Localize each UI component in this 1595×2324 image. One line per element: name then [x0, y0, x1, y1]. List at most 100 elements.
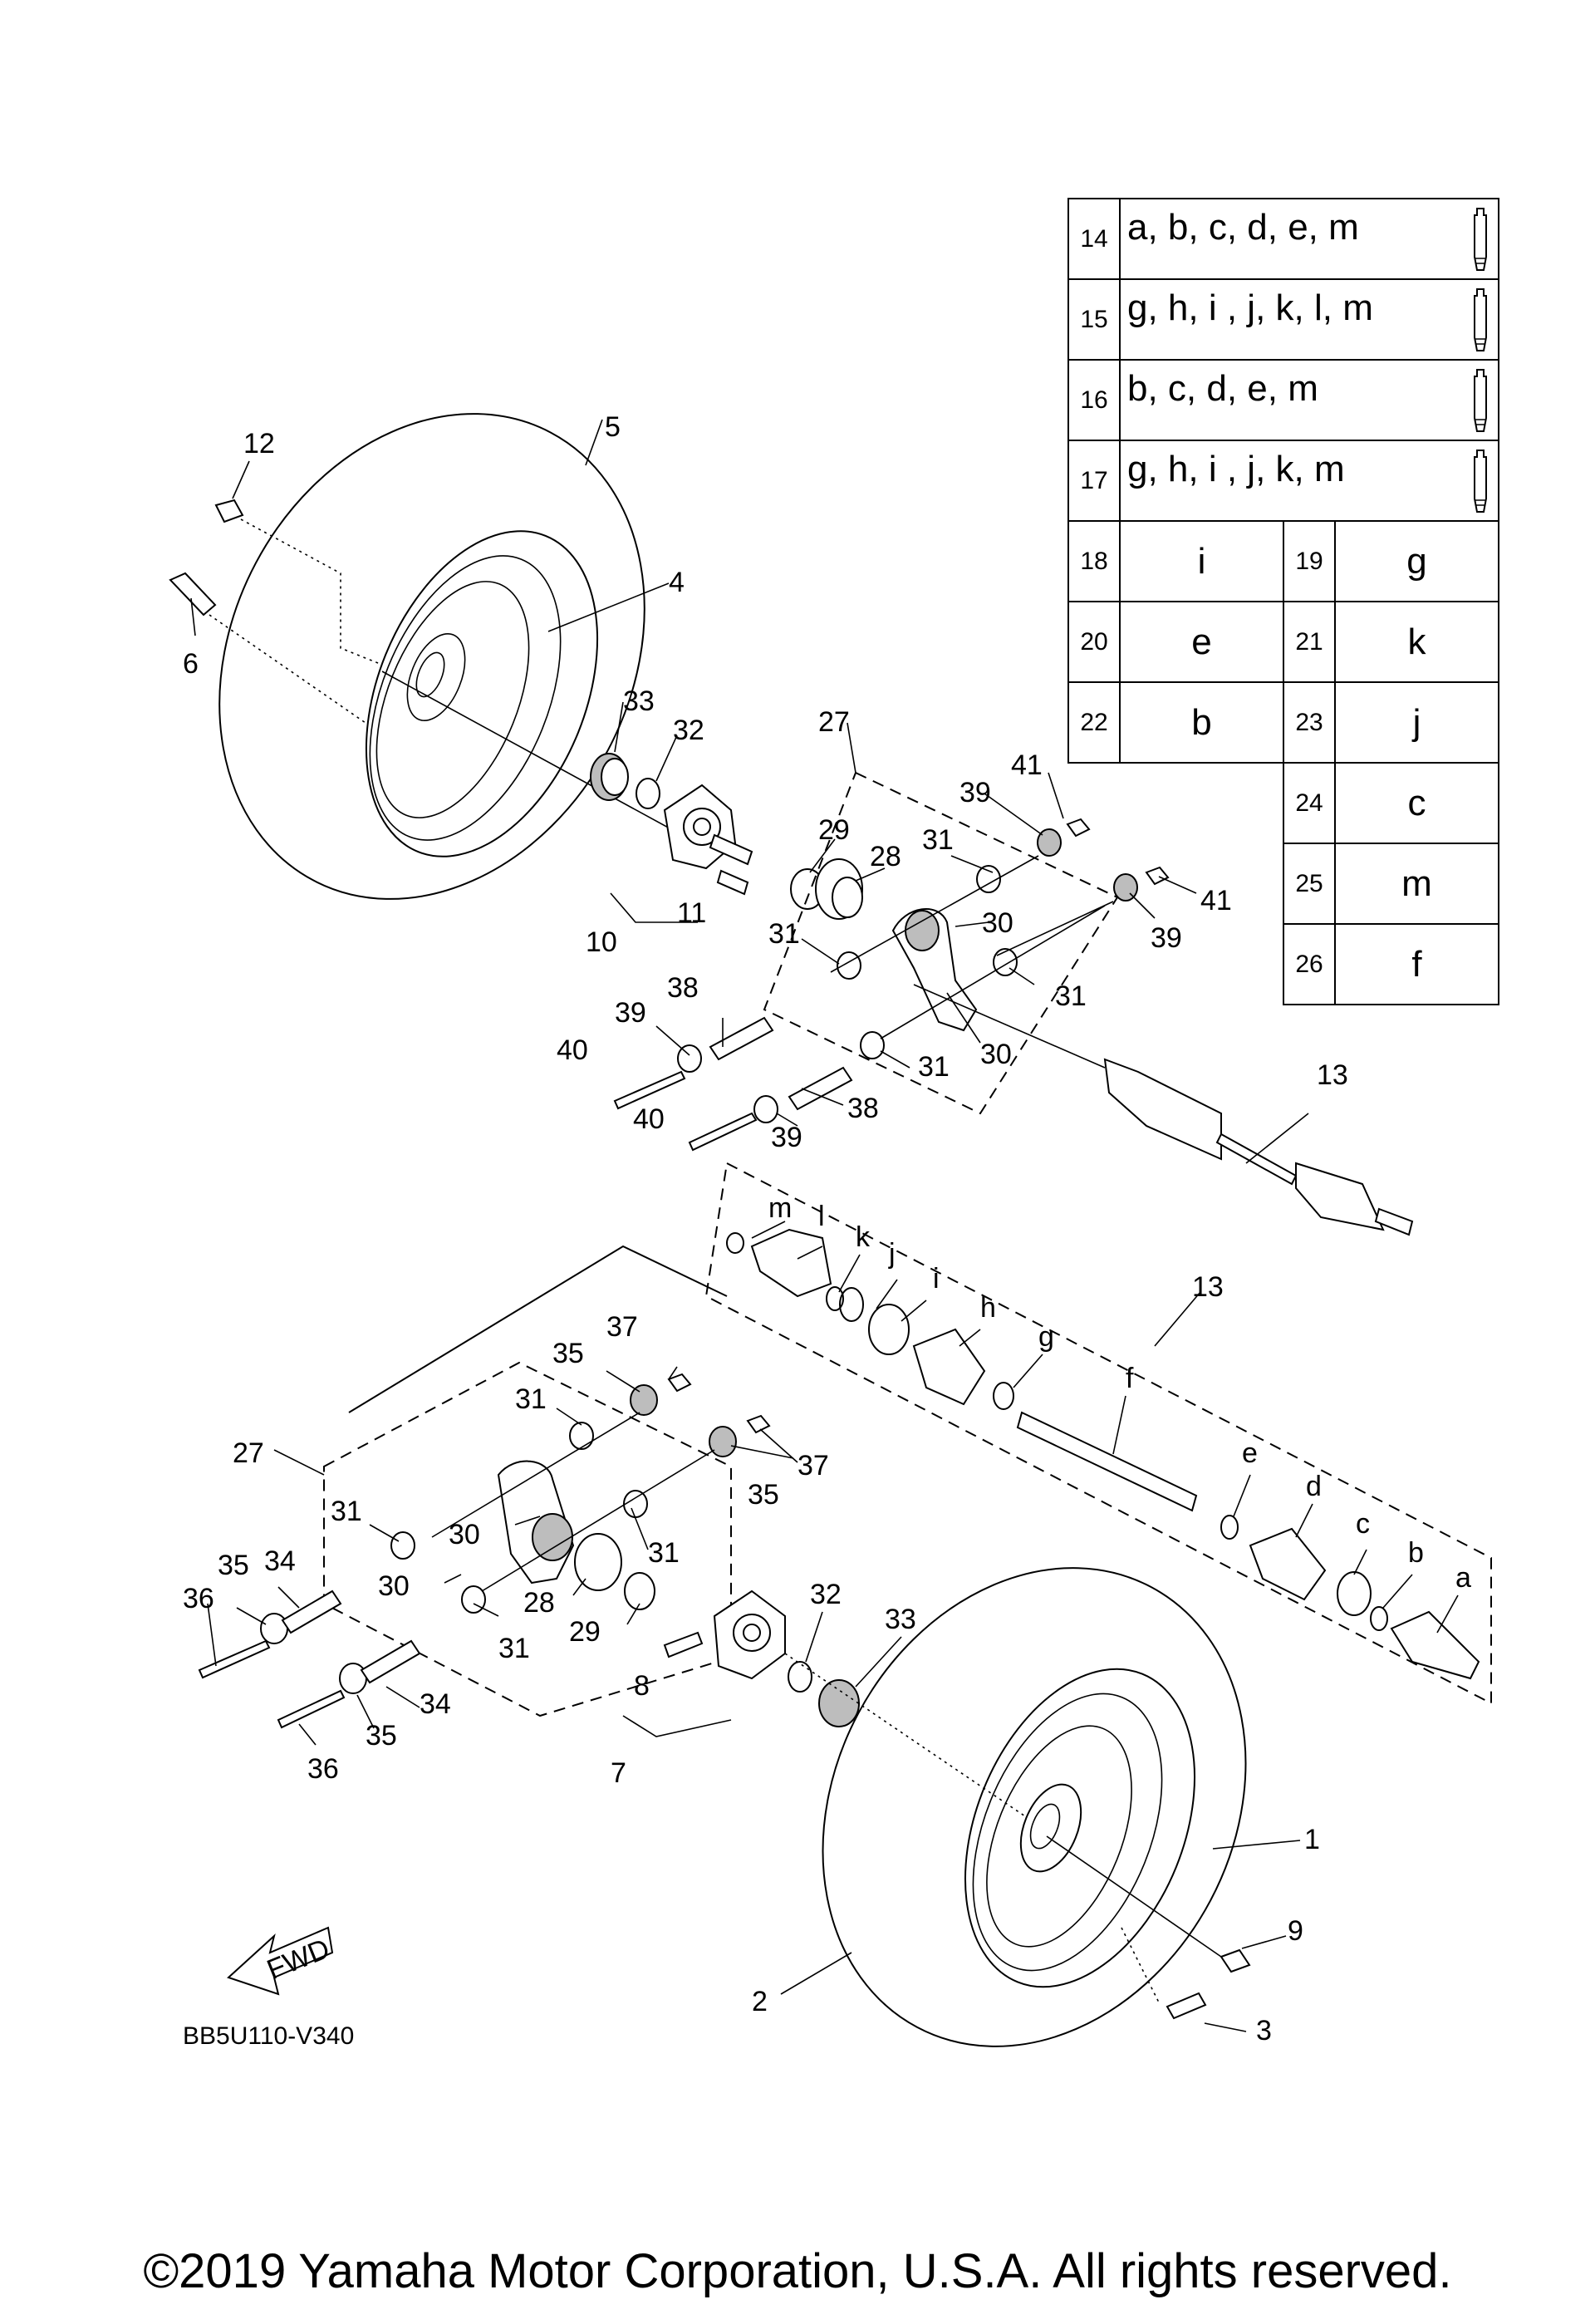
callout-30-c: 30	[449, 1519, 480, 1550]
bearing-part-28-upper	[815, 858, 863, 920]
part-letter: c	[1334, 762, 1499, 844]
washer-part-32-lower	[788, 1661, 812, 1693]
washers-lower	[260, 1384, 737, 1694]
bolts-part-36	[198, 1639, 346, 1729]
hub-assembly-part-10	[663, 784, 753, 870]
kit-letters: b, c, d, e, m	[1127, 367, 1318, 409]
callout-31-f: 31	[331, 1496, 362, 1527]
letter-l: l	[818, 1201, 825, 1232]
part-number: 24	[1283, 762, 1336, 844]
callout-38-a: 38	[667, 972, 699, 1004]
part-number: 23	[1283, 681, 1336, 764]
hub-bolt-part-11	[716, 869, 749, 896]
callout-31-e: 31	[515, 1383, 547, 1415]
callout-numbers: 5 4 12 6 33 32 27 39 41 29 28 31 41 39 3…	[183, 411, 1348, 2046]
callout-36-b: 36	[307, 1753, 339, 1785]
letter-c: c	[1356, 1508, 1370, 1540]
callout-31-d: 31	[918, 1051, 950, 1083]
letter-b: b	[1408, 1537, 1424, 1569]
letter-m: m	[768, 1192, 792, 1224]
letter-e: e	[1242, 1437, 1258, 1469]
grease-tube-icon	[1474, 287, 1487, 351]
kit-number: 15	[1067, 278, 1121, 361]
callout-40-b: 40	[633, 1103, 665, 1135]
callout-41-a: 41	[1011, 749, 1043, 781]
kit-row: 14 a, b, c, d, e, m	[1067, 198, 1499, 280]
washers-upper	[677, 828, 1138, 1123]
callout-30-d: 30	[378, 1570, 410, 1602]
diagram-code: BB5U110-V340	[183, 2022, 354, 2050]
pair-row: 18 i 19 g	[1067, 520, 1499, 602]
collars-part-34	[281, 1589, 421, 1684]
part-letter: g	[1334, 520, 1499, 602]
part-number: 21	[1283, 601, 1336, 683]
callout-41-b: 41	[1200, 885, 1232, 916]
grease-tube-icon	[1474, 368, 1487, 432]
callout-38-b: 38	[847, 1093, 879, 1124]
bushings-lower	[390, 1422, 648, 1614]
part-letter: i	[1119, 520, 1284, 602]
upper-tire-part-5	[218, 413, 645, 900]
kit-legend-table: 14 a, b, c, d, e, m 15 g, h, i , j, k, l…	[1067, 198, 1499, 1005]
part-letter: b	[1119, 681, 1284, 764]
callout-10: 10	[586, 926, 617, 958]
exploded-parts-diagram: FWD	[169, 411, 1492, 2050]
callout-37-a: 37	[606, 1311, 638, 1343]
copyright-footer: ©2019 Yamaha Motor Corporation, U.S.A. A…	[143, 2244, 1452, 2298]
castle-nut-part-33	[590, 753, 629, 801]
circlip-part-29-lower	[624, 1572, 655, 1610]
bolts-part-40	[613, 1070, 758, 1152]
letter-d: d	[1306, 1471, 1322, 1502]
kit-letters: g, h, i , j, k, l, m	[1127, 287, 1373, 328]
letter-f: f	[1126, 1363, 1134, 1394]
callout-28-lower: 28	[523, 1587, 555, 1619]
callout-31-c: 31	[1055, 980, 1087, 1012]
callout-39-a: 39	[959, 777, 991, 808]
callout-39-c: 39	[615, 997, 646, 1029]
callout-27-lower: 27	[233, 1437, 264, 1469]
callout-31-a: 31	[922, 824, 954, 856]
castle-nut-part-33-lower	[818, 1679, 860, 1727]
callout-28-upper: 28	[870, 841, 901, 872]
letter-k: k	[856, 1221, 871, 1253]
letter-g: g	[1038, 1321, 1054, 1353]
pair-row: 22 b 23 j	[1067, 681, 1499, 764]
callout-12: 12	[243, 428, 275, 459]
callout-35-c: 35	[218, 1550, 249, 1581]
washer-part-32	[636, 778, 660, 809]
callout-5: 5	[605, 411, 621, 443]
part-letter: f	[1334, 923, 1499, 1005]
callout-32-lower: 32	[810, 1579, 842, 1610]
kit-number: 17	[1067, 440, 1121, 522]
leader-lines	[190, 419, 1459, 2032]
part-number: 18	[1067, 520, 1121, 602]
part-number: 25	[1283, 843, 1336, 925]
callout-31-g: 31	[648, 1537, 680, 1569]
wheel-nut-part-12	[214, 499, 244, 523]
kit-number: 14	[1067, 198, 1121, 280]
callout-1: 1	[1304, 1824, 1320, 1855]
pair-row: 24 c	[1068, 762, 1499, 844]
callout-35-b: 35	[748, 1479, 779, 1511]
kit-letters: a, b, c, d, e, m	[1127, 206, 1359, 248]
callout-31-b: 31	[768, 918, 800, 950]
callout-7: 7	[611, 1757, 626, 1789]
callout-35-a: 35	[552, 1338, 584, 1369]
bearing-part-28-lower	[574, 1533, 622, 1591]
callout-2: 2	[752, 1986, 768, 2017]
part-number: 20	[1067, 601, 1121, 683]
nuts-part-41	[1066, 818, 1170, 886]
callout-29-upper: 29	[818, 814, 850, 846]
kit-letters: g, h, i , j, k, m	[1127, 448, 1345, 489]
callout-37-b: 37	[798, 1450, 829, 1481]
callout-40-a: 40	[557, 1034, 588, 1066]
callout-4: 4	[669, 567, 685, 598]
fwd-arrow-icon: FWD	[227, 1926, 334, 1996]
callout-32-upper: 32	[673, 715, 704, 746]
callout-30-b: 30	[980, 1039, 1012, 1070]
callout-8: 8	[634, 1670, 650, 1702]
callout-33-upper: 33	[623, 685, 655, 717]
callout-9: 9	[1288, 1915, 1303, 1947]
callout-39-b: 39	[1151, 922, 1182, 954]
shaft-components-exploded	[726, 1228, 1480, 1680]
